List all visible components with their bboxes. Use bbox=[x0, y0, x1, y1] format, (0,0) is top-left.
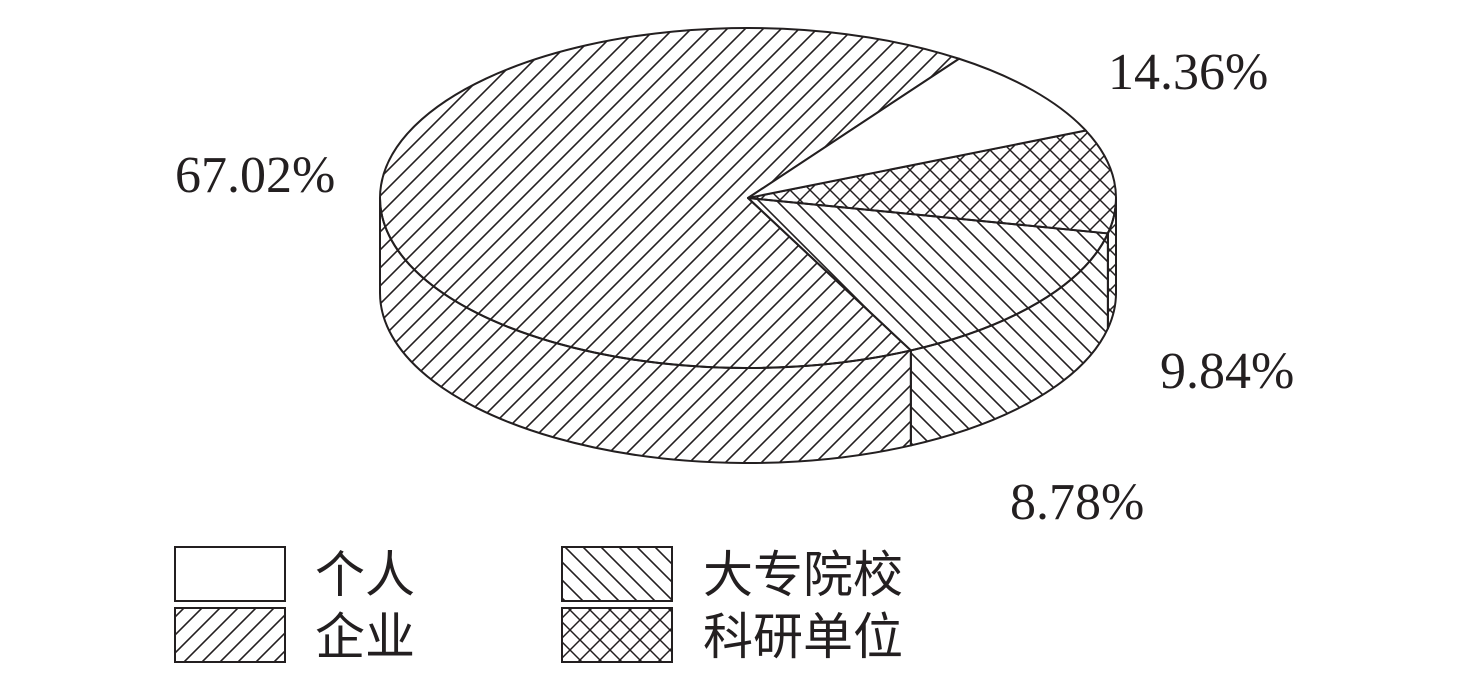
value-labels-group: 67.02% 14.36% 9.84% 8.78% bbox=[175, 44, 1294, 531]
legend-label: 个人 bbox=[315, 546, 415, 604]
value-label-1: 67.02% bbox=[175, 147, 335, 204]
pie-top-slice-3 bbox=[747, 129, 1117, 235]
legend-item-4: 科研单位 bbox=[561, 607, 903, 666]
pie-top-faces bbox=[379, 27, 1117, 369]
legend-swatch bbox=[561, 607, 673, 663]
legend-label: 大专院校 bbox=[703, 546, 903, 604]
pie-slices-group bbox=[379, 27, 1117, 464]
legend-label: 企业 bbox=[315, 608, 415, 666]
legend-swatch bbox=[174, 607, 286, 663]
legend-item-1: 个人 bbox=[174, 546, 415, 604]
legend-item-2: 大专院校 bbox=[561, 546, 903, 604]
legend-item-3: 企业 bbox=[174, 607, 415, 666]
pie-top-slice-2 bbox=[747, 197, 1109, 352]
value-label-2: 14.36% bbox=[1108, 44, 1268, 101]
value-label-3: 9.84% bbox=[1160, 343, 1294, 400]
value-label-4: 8.78% bbox=[1010, 474, 1144, 531]
legend-swatch bbox=[174, 546, 286, 602]
pie-top-slice-4 bbox=[747, 57, 1087, 199]
legend-swatch bbox=[561, 546, 673, 602]
pie-top-slice-1 bbox=[379, 27, 961, 369]
legend-label: 科研单位 bbox=[703, 608, 903, 666]
